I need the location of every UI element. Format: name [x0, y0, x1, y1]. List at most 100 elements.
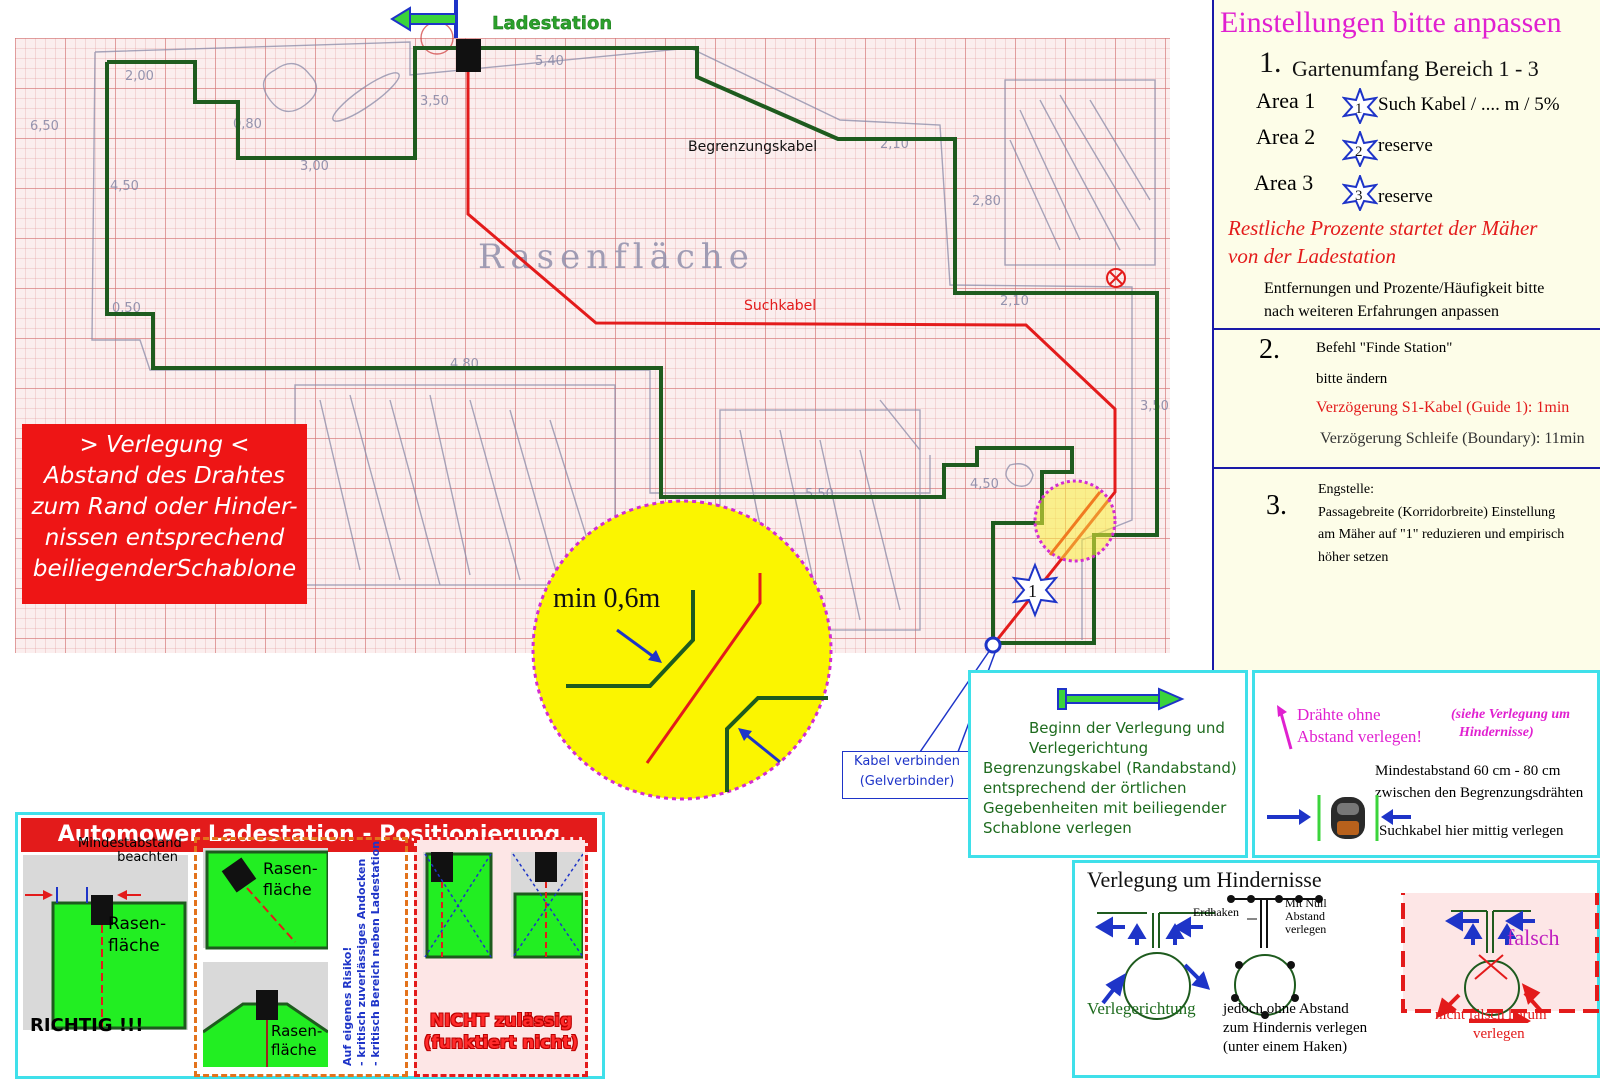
arrow-icon: [743, 731, 781, 764]
note-line: zum Rand oder Hinder-: [31, 494, 298, 520]
settings-panel: Einstellungen bitte anpassen 1. Gartenum…: [1212, 0, 1600, 670]
area-1-star-icon: 1: [1342, 88, 1378, 124]
callout-line: Kabel verbinden: [854, 754, 960, 769]
rest-percent-line: Restliche Prozente startet der Mäher: [1228, 216, 1538, 240]
note-line: nissen entsprechend: [44, 525, 285, 551]
corner-station-diagram: [203, 962, 328, 1067]
lawn-label-line: Rasen-: [271, 1022, 323, 1040]
start-line: Schablone verlegen: [983, 819, 1132, 837]
zero-distance-line: Abstand: [1285, 909, 1325, 923]
pink-note-line: Abstand verlegen!: [1297, 727, 1423, 746]
note-line: Mindestabstand: [78, 836, 182, 851]
note-line: beiliegenderSchablone: [32, 556, 297, 582]
right-arrow-icon: [1057, 687, 1185, 711]
area-1-star-icon: 1: [1011, 562, 1059, 618]
min-distance-label: min 0,6m: [553, 583, 661, 614]
obstacle-diagram: [1095, 893, 1599, 1023]
not-allowed-note: NICHT zulässig (funktiert nicht): [417, 1010, 585, 1054]
lawn-label: Rasen- fläche: [263, 858, 318, 900]
lawn-label-line: fläche: [263, 880, 312, 899]
rasenflaeche-sketch-label: Rasenfläche: [478, 237, 755, 277]
lawn-label: Rasen- fläche: [271, 1022, 322, 1060]
magnify-marker: [1033, 479, 1117, 563]
note-line: Abstand des Drahtes: [44, 463, 285, 489]
section-2-number: 2.: [1259, 334, 1280, 365]
measure-text: 3,00: [300, 159, 329, 174]
reference-line: Hindernisse): [1459, 725, 1534, 740]
not-allowed-line: NICHT zulässig: [429, 1011, 573, 1031]
pink-arrow-icon: [1277, 705, 1293, 750]
measure-text: 0,80: [233, 117, 262, 132]
risk-line: - kritisch zuverlässiges Andocken: [355, 858, 368, 1066]
zero-distance-line: verlegen: [1285, 922, 1327, 936]
direction-label: Verlegerichtung: [1087, 999, 1196, 1018]
start-line: Gegebenheiten mit beiliegender: [983, 799, 1227, 817]
measure-text: 3,50: [420, 94, 449, 109]
start-line: entsprechend der örtlichen: [983, 779, 1187, 797]
begrenzungskabel-label: Begrenzungskabel: [688, 139, 817, 155]
connector-pointer: [919, 649, 991, 753]
no-distance-line: jedoch ohne Abstand: [1223, 1001, 1349, 1017]
search-wire-line: Suchkabel hier mittig verlegen: [1379, 823, 1564, 839]
callout-line: (Gelverbinder): [859, 774, 955, 789]
pink-note-line: Drähte ohne: [1297, 705, 1381, 724]
magnified-detail: [531, 499, 833, 801]
obstacle-box: Verlegung um Hindernisse: [1072, 860, 1600, 1078]
wrong-note-line: nicht falsch herum: [1435, 1007, 1547, 1023]
not-allowed-diagram: [423, 852, 583, 959]
not-allowed-box: NICHT zulässig (funktiert nicht): [414, 837, 588, 1077]
start-line: Begrenzungskabel (Randabstand): [983, 759, 1237, 777]
begrenzungskabel-wire: [105, 46, 1159, 645]
risk-line: Auf eigenes Risiko!: [341, 946, 354, 1066]
section-2-line: Befehl "Finde Station": [1316, 340, 1453, 356]
section-3-line: höher setzen: [1318, 550, 1389, 565]
garden-plan: 2,00 5,40 3,00 2,10 2,10 0,80 4,50 2,80 …: [30, 0, 1169, 801]
measure-text: 2,80: [972, 194, 1001, 209]
left-arrow-icon: [390, 6, 457, 32]
wrong-note-line: verlegen: [1473, 1026, 1525, 1042]
no-distance-line: zum Hindernis verlegen: [1223, 1020, 1368, 1036]
settings-title: Einstellungen bitte anpassen: [1220, 6, 1562, 39]
area-2-star-icon: 2: [1342, 131, 1378, 167]
angled-station-diagram: [203, 848, 328, 950]
installation-note: > Verlegung < Abstand des Drahtes zum Ra…: [22, 424, 307, 604]
measure-text: 3,50: [1140, 399, 1169, 414]
section-divider: [1214, 328, 1600, 330]
min-distance-line: Mindestabstand 60 cm - 80 cm: [1375, 763, 1561, 779]
cable-connector-callout: Kabel verbinden (Gelverbinder): [842, 751, 972, 799]
svg-text:3: 3: [1355, 188, 1363, 204]
reference-line: (siehe Verlegung um: [1451, 707, 1571, 722]
obstacle-x-icon: [1106, 268, 1126, 288]
section-2-line: Verzögerung S1-Kabel (Guide 1): 1min: [1316, 399, 1570, 416]
measure-text: 2,00: [125, 69, 154, 84]
area-1-label: Area 1: [1256, 88, 1316, 113]
lawn-label: Rasen- fläche: [108, 913, 166, 957]
section-2-line: Verzögerung Schleife (Boundary): 11min: [1320, 430, 1585, 447]
lawn-label-line: fläche: [271, 1041, 317, 1059]
svg-text:1: 1: [1028, 581, 1037, 601]
section-3-line: Passagebreite (Korridorbreite) Einstellu…: [1318, 505, 1556, 520]
note-line: > Verlegung <: [79, 432, 250, 458]
area-2-label: Area 2: [1256, 124, 1316, 149]
lawn-label-line: fläche: [108, 936, 160, 956]
measure-text: 4,50: [970, 477, 999, 492]
section-1-heading: Gartenumfang Bereich 1 - 3: [1292, 56, 1539, 81]
obstacle-x-cross: [1109, 271, 1123, 285]
peg-label: Erdhaken: [1193, 905, 1239, 919]
charging-station-positioning-box: Automower Ladestation - Positionierung M…: [15, 812, 605, 1079]
no-distance-line: (unter einem Haken): [1223, 1039, 1348, 1055]
hint-line: nach weiteren Erfahrungen anpassen: [1264, 303, 1499, 320]
min-distance-line: zwischen den Begrenzungsdrähten: [1375, 785, 1584, 801]
area-1-text: Such Kabel / .... m / 5%: [1378, 94, 1560, 115]
measure-text: 5,50: [805, 487, 834, 502]
suchkabel-wire: [466, 60, 1117, 646]
lawn-label-line: Rasen-: [108, 914, 167, 934]
section-1-number: 1.: [1259, 46, 1282, 79]
section-2-line: bitte ändern: [1316, 371, 1388, 387]
wire-distance-box: Drähte ohne Abstand verlegen! (siehe Ver…: [1252, 670, 1600, 858]
measure-text: 6,50: [30, 119, 59, 134]
rest-percent-line: von der Ladestation: [1228, 244, 1396, 268]
svg-text:2: 2: [1355, 144, 1363, 160]
risk-note: Auf eigenes Risiko! - kritisch zuverläss…: [341, 836, 401, 1066]
correct-label: RICHTIG !!!: [30, 1015, 144, 1036]
